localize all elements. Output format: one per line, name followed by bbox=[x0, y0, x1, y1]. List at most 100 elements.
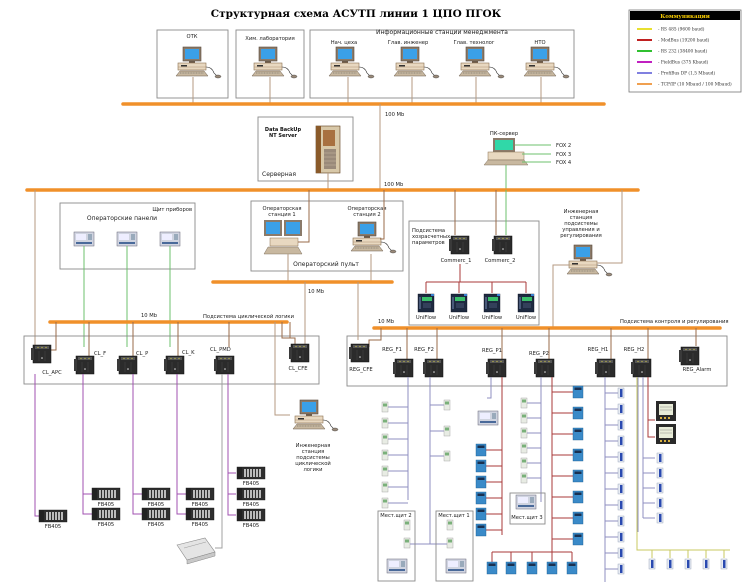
sensor-icon[interactable] bbox=[656, 452, 664, 464]
sensor-icon[interactable] bbox=[656, 482, 664, 494]
reg-controller-icon[interactable] bbox=[348, 343, 370, 363]
field-device-icon[interactable] bbox=[520, 442, 528, 454]
field-device-icon[interactable] bbox=[520, 472, 528, 484]
cl-controller-icon[interactable] bbox=[163, 355, 185, 375]
field-device-icon[interactable] bbox=[520, 427, 528, 439]
sensor-icon[interactable] bbox=[617, 435, 625, 447]
sensor-icon[interactable] bbox=[617, 515, 625, 527]
commerc-controller-icon[interactable] bbox=[448, 235, 470, 255]
sensor-icon[interactable] bbox=[617, 547, 625, 559]
operator-panel-icon[interactable] bbox=[159, 231, 181, 247]
uniflow-icon[interactable] bbox=[517, 293, 535, 313]
sensor-icon[interactable] bbox=[684, 558, 692, 570]
cl-controller-icon[interactable] bbox=[288, 343, 310, 363]
field-device-icon[interactable] bbox=[443, 399, 451, 411]
operator-panel-icon[interactable] bbox=[116, 231, 138, 247]
otk-pc-icon[interactable] bbox=[175, 46, 222, 79]
transmitter-icon[interactable] bbox=[475, 443, 487, 457]
local-panel-icon[interactable] bbox=[386, 558, 408, 574]
mgmt-pc-icon[interactable] bbox=[523, 46, 570, 79]
field-device-icon[interactable] bbox=[381, 417, 389, 429]
fb405-rack-icon[interactable] bbox=[141, 507, 171, 521]
sensor-icon[interactable] bbox=[617, 387, 625, 399]
transmitter-icon[interactable] bbox=[475, 507, 487, 521]
server-tower-icon[interactable] bbox=[315, 125, 341, 174]
cl-controller-icon[interactable] bbox=[116, 355, 138, 375]
field-device-icon[interactable] bbox=[381, 481, 389, 493]
lab-pc-icon[interactable] bbox=[251, 46, 298, 79]
reg-p1-panel-icon[interactable] bbox=[477, 410, 499, 426]
mgmt-pc-icon[interactable] bbox=[393, 46, 440, 79]
reg-controller-icon[interactable] bbox=[392, 358, 414, 378]
transmitter-icon[interactable] bbox=[572, 511, 584, 525]
field-device-icon[interactable] bbox=[381, 433, 389, 445]
local-panel-icon[interactable] bbox=[515, 494, 537, 510]
field-device-icon[interactable] bbox=[381, 497, 389, 509]
transmitter-icon[interactable] bbox=[572, 469, 584, 483]
transmitter-icon[interactable] bbox=[486, 561, 498, 575]
sensor-icon[interactable] bbox=[656, 497, 664, 509]
transmitter-icon[interactable] bbox=[505, 561, 517, 575]
transmitter-icon[interactable] bbox=[572, 448, 584, 462]
fb405-rack-icon[interactable] bbox=[141, 487, 171, 501]
sensor-icon[interactable] bbox=[656, 512, 664, 524]
field-device-icon[interactable] bbox=[403, 519, 411, 531]
transmitter-icon[interactable] bbox=[546, 561, 558, 575]
field-device-icon[interactable] bbox=[381, 449, 389, 461]
field-device-icon[interactable] bbox=[403, 537, 411, 549]
transmitter-icon[interactable] bbox=[572, 427, 584, 441]
field-device-icon[interactable] bbox=[443, 425, 451, 437]
op-station2-icon[interactable] bbox=[350, 221, 397, 254]
uniflow-icon[interactable] bbox=[417, 293, 435, 313]
local-panel-icon[interactable] bbox=[445, 558, 467, 574]
field-device-icon[interactable] bbox=[443, 450, 451, 462]
mgmt-pc-icon[interactable] bbox=[328, 46, 375, 79]
sensor-icon[interactable] bbox=[617, 531, 625, 543]
sensor-icon[interactable] bbox=[617, 451, 625, 463]
op-station1-icon[interactable] bbox=[263, 220, 303, 255]
eng-cyclic-pc-icon[interactable] bbox=[292, 399, 339, 432]
fb405-rack-icon[interactable] bbox=[91, 487, 121, 501]
cl-controller-icon[interactable] bbox=[73, 355, 95, 375]
sensor-icon[interactable] bbox=[656, 467, 664, 479]
sensor-icon[interactable] bbox=[720, 558, 728, 570]
field-device-icon[interactable] bbox=[520, 457, 528, 469]
transmitter-icon[interactable] bbox=[475, 459, 487, 473]
field-device-icon[interactable] bbox=[381, 465, 389, 477]
reg-controller-icon[interactable] bbox=[678, 346, 700, 366]
fb405-rack-icon[interactable] bbox=[236, 466, 266, 480]
transmitter-icon[interactable] bbox=[526, 561, 538, 575]
pc-server-icon[interactable] bbox=[483, 138, 529, 166]
sensor-icon[interactable] bbox=[617, 483, 625, 495]
sensor-icon[interactable] bbox=[617, 563, 625, 575]
cl-controller-icon[interactable] bbox=[213, 355, 235, 375]
reg-controller-icon[interactable] bbox=[630, 358, 652, 378]
sensor-icon[interactable] bbox=[617, 499, 625, 511]
monitor-panel-icon[interactable] bbox=[655, 423, 677, 445]
sensor-icon[interactable] bbox=[702, 558, 710, 570]
reg-controller-icon[interactable] bbox=[594, 358, 616, 378]
field-device-icon[interactable] bbox=[381, 401, 389, 413]
sensor-icon[interactable] bbox=[617, 419, 625, 431]
reg-controller-icon[interactable] bbox=[422, 358, 444, 378]
cl-controller-icon[interactable] bbox=[30, 344, 52, 364]
sensor-icon[interactable] bbox=[666, 558, 674, 570]
printer-icon[interactable] bbox=[176, 537, 216, 565]
mgmt-pc-icon[interactable] bbox=[458, 46, 505, 79]
fb405-rack-icon[interactable] bbox=[236, 508, 266, 522]
transmitter-icon[interactable] bbox=[475, 523, 487, 537]
transmitter-icon[interactable] bbox=[572, 406, 584, 420]
transmitter-icon[interactable] bbox=[572, 532, 584, 546]
field-device-icon[interactable] bbox=[446, 519, 454, 531]
transmitter-icon[interactable] bbox=[475, 491, 487, 505]
transmitter-icon[interactable] bbox=[475, 475, 487, 489]
field-device-icon[interactable] bbox=[520, 412, 528, 424]
eng-control-pc-icon[interactable] bbox=[566, 244, 613, 277]
fb405-rack-icon[interactable] bbox=[38, 509, 68, 523]
fb405-rack-icon[interactable] bbox=[91, 507, 121, 521]
fb405-rack-icon[interactable] bbox=[185, 487, 215, 501]
uniflow-icon[interactable] bbox=[483, 293, 501, 313]
transmitter-icon[interactable] bbox=[572, 490, 584, 504]
monitor-panel-icon[interactable] bbox=[655, 400, 677, 422]
field-device-icon[interactable] bbox=[446, 537, 454, 549]
